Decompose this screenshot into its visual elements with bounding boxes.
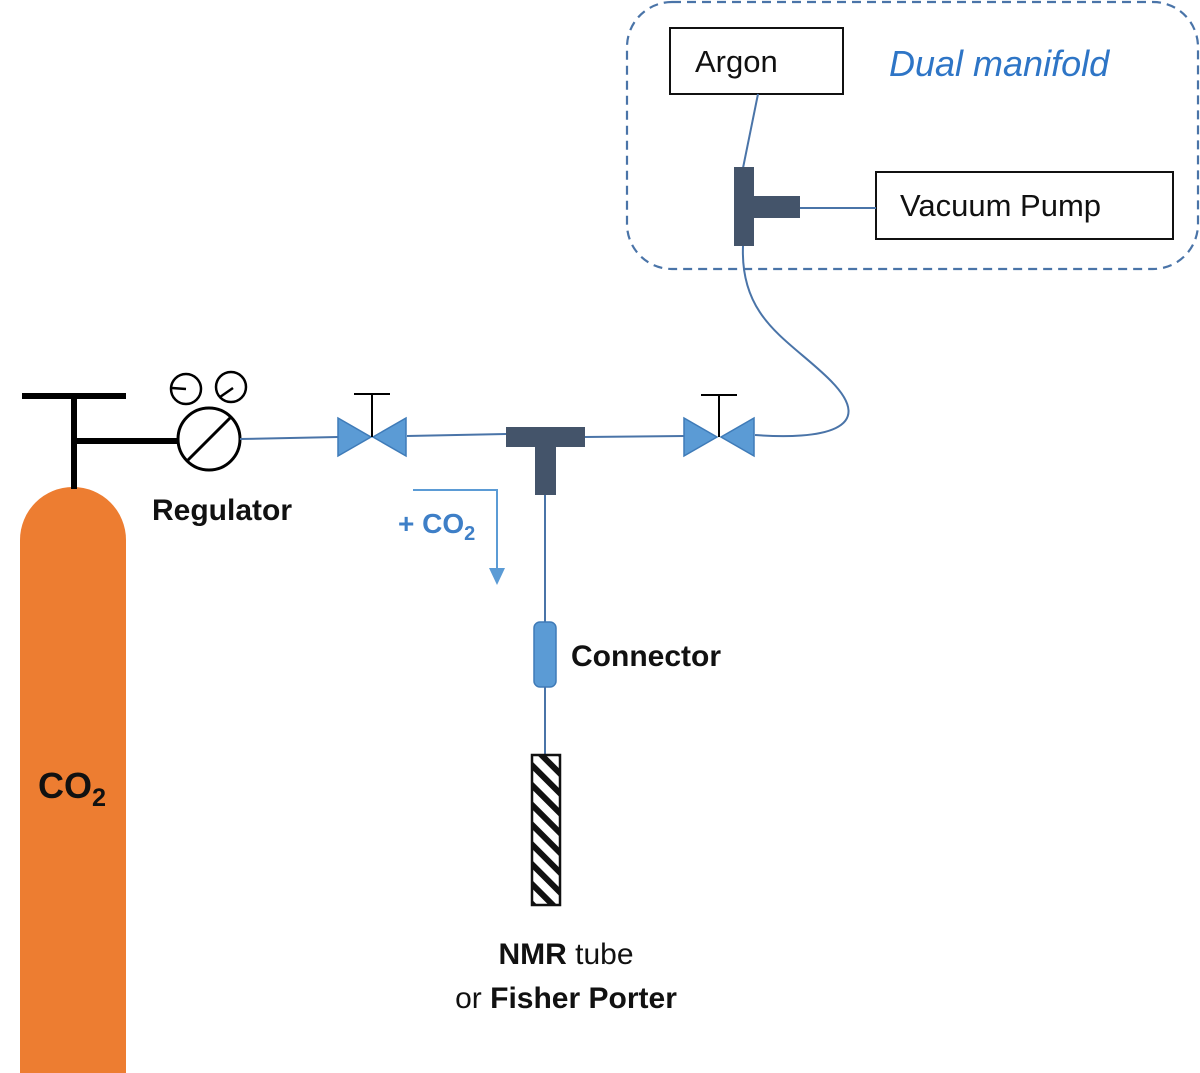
manifold-border bbox=[625, 0, 1200, 271]
connector-body bbox=[533, 621, 557, 688]
central-tee-fitting bbox=[506, 427, 585, 495]
manifold-tee-fitting bbox=[734, 167, 800, 246]
flow-arrow-line bbox=[413, 489, 498, 570]
argon-box bbox=[669, 27, 844, 95]
regulator-label: Regulator bbox=[152, 494, 292, 527]
regulator: Regulator bbox=[152, 370, 292, 527]
right-valve-body-left bbox=[683, 416, 719, 458]
vacuum-pump: Vacuum Pump bbox=[875, 171, 1174, 240]
cylinder-label: CO2 bbox=[38, 765, 106, 812]
co2-cylinder: CO2 bbox=[20, 487, 126, 1073]
argon-source: Argon bbox=[669, 27, 844, 95]
regulator-to-valve-tube bbox=[239, 436, 339, 440]
right-valve-body-right bbox=[719, 416, 755, 458]
manifold-to-valve-tube bbox=[741, 245, 850, 438]
vacuum-pump-box bbox=[875, 171, 1174, 240]
connector: Connector bbox=[533, 621, 721, 688]
left-valve-body-right bbox=[371, 416, 407, 458]
argon-label: Argon bbox=[695, 44, 778, 79]
argon-tube bbox=[742, 93, 759, 169]
nmr-tube: NMR tube or Fisher Porter bbox=[455, 753, 677, 1015]
flow-arrow-head bbox=[489, 568, 505, 585]
right-valve[interactable] bbox=[683, 394, 755, 458]
connector-label: Connector bbox=[571, 640, 721, 673]
dual-manifold-group: Dual manifold Argon Vacuum Pump bbox=[625, 0, 1200, 271]
manifold-title: Dual manifold bbox=[889, 43, 1110, 84]
co2-flow-indicator: + CO2 bbox=[398, 489, 505, 585]
nmr-tube-body bbox=[530, 753, 562, 907]
vessel-label-line1: NMR tube bbox=[498, 938, 633, 971]
valve-to-tee-tube bbox=[406, 433, 507, 437]
left-valve[interactable] bbox=[337, 393, 407, 458]
tee-to-valve-tube bbox=[583, 435, 686, 438]
co2-flow-label: + CO2 bbox=[398, 508, 475, 545]
vessel-label-line2: or Fisher Porter bbox=[455, 982, 677, 1015]
vacuum-pump-label: Vacuum Pump bbox=[900, 188, 1101, 223]
cylinder-body bbox=[20, 487, 126, 1073]
cylinder-valve-stem bbox=[22, 393, 180, 489]
left-valve-body-left bbox=[337, 416, 373, 458]
